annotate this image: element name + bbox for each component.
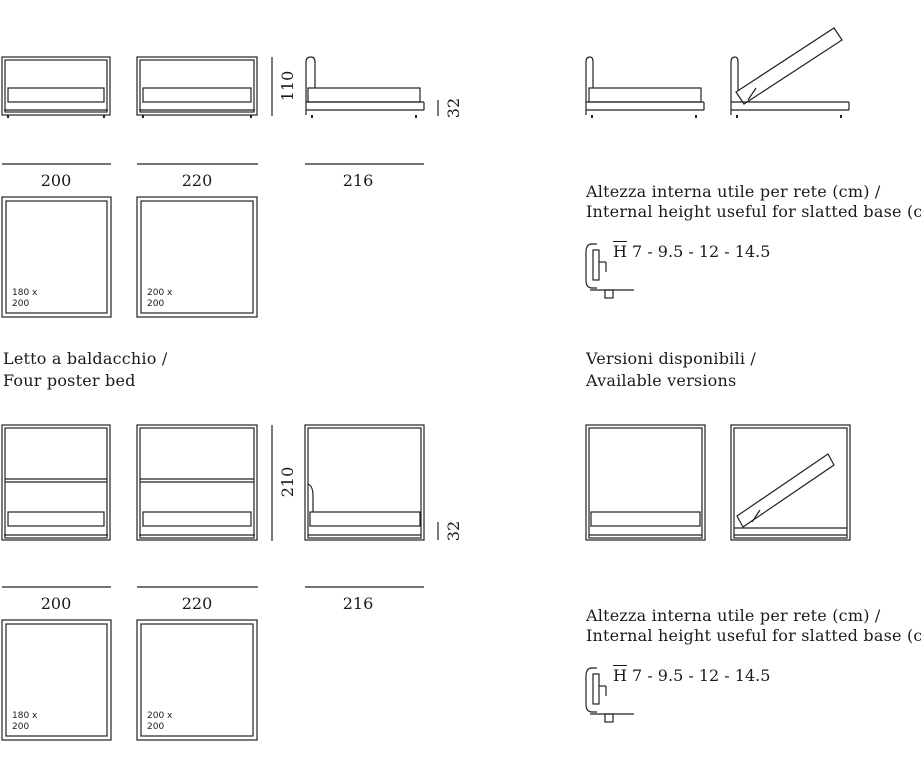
front-view-poster-220 [136, 424, 258, 541]
versions-title-en: Available versions [586, 371, 737, 390]
dimension-label-216-bottom: 216 [342, 594, 374, 613]
version-storage-top [730, 27, 850, 118]
internal-height-label-it-bottom: Altezza interna utile per rete (cm) / [586, 606, 881, 625]
dimension-label-200-bottom: 200 [40, 594, 72, 613]
four-poster-title-it: Letto a baldacchio / [3, 349, 168, 368]
mattress-size-b-top-line1: 200 x [147, 288, 173, 298]
front-view-bed-200 [1, 56, 111, 118]
height-detail-top [585, 243, 634, 299]
side-view-bed [305, 56, 425, 118]
four-poster-title-en: Four poster bed [3, 371, 136, 390]
dimension-label-200-top: 200 [40, 171, 72, 190]
internal-height-label-it-top: Altezza interna utile per rete (cm) / [586, 182, 881, 201]
mattress-size-b-bottom-line2: 200 [147, 722, 165, 732]
mattress-size-a-top-line2: 200 [12, 299, 30, 309]
internal-height-label-en-top: Internal height useful for slatted base … [586, 202, 921, 221]
internal-height-label-en-bottom: Internal height useful for slatted base … [586, 626, 921, 645]
height-values: 7 - 9.5 - 12 - 14.5 [632, 666, 771, 685]
dimension-label-216-top: 216 [342, 171, 374, 190]
side-view-poster [304, 424, 425, 541]
height-symbol: H [613, 666, 627, 685]
dimension-label-32-top: 32 [444, 97, 463, 119]
mattress-size-b-top-line2: 200 [147, 299, 165, 309]
versions-title-it: Versioni disponibili / [586, 349, 757, 368]
height-values: 7 - 9.5 - 12 - 14.5 [632, 242, 771, 261]
dimension-label-220-bottom: 220 [181, 594, 213, 613]
dimension-label-220-top: 220 [181, 171, 213, 190]
plan-view-bed-220 [136, 196, 258, 318]
internal-height-values-bottom: H 7 - 9.5 - 12 - 14.5 [613, 666, 770, 686]
mattress-size-a-bottom-line1: 180 x [12, 711, 38, 721]
mattress-size-a-top-line1: 180 x [12, 288, 38, 298]
front-view-poster-200 [1, 424, 111, 541]
height-detail-bottom [585, 667, 634, 723]
version-standard-bottom [585, 424, 706, 541]
plan-view-bed-200 [1, 196, 112, 318]
front-view-bed-220 [136, 56, 258, 118]
mattress-size-b-bottom-line1: 200 x [147, 711, 173, 721]
dimension-label-32-bottom: 32 [444, 520, 463, 542]
version-storage-bottom [730, 424, 851, 541]
dimension-label-210: 210 [278, 466, 297, 498]
plan-view-poster-220 [136, 619, 258, 741]
height-symbol: H [613, 242, 627, 261]
dimension-label-110: 110 [278, 70, 297, 102]
mattress-size-a-bottom-line2: 200 [12, 722, 30, 732]
plan-view-poster-200 [1, 619, 112, 741]
internal-height-values-top: H 7 - 9.5 - 12 - 14.5 [613, 242, 770, 262]
version-standard-top [585, 56, 705, 118]
